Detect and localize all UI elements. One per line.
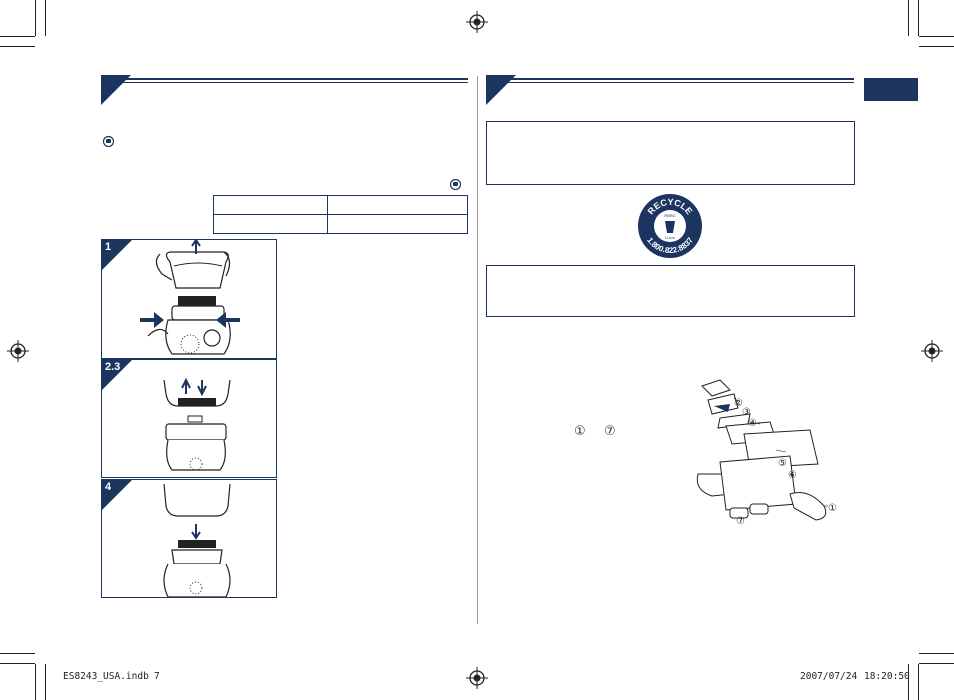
shaver-bullet-icon — [450, 179, 461, 190]
seal-chem-text: Li-ion — [665, 235, 675, 240]
registration-mark-icon — [7, 340, 29, 362]
callout-4: ④ — [748, 418, 757, 429]
table-row — [213, 195, 468, 215]
crop-mark — [908, 0, 909, 36]
crop-mark — [45, 0, 46, 36]
range-end-label: ⑦ — [604, 424, 616, 439]
page-tab — [864, 78, 918, 101]
seal-rbrc-text: RBRC — [664, 213, 675, 218]
crop-mark — [0, 46, 35, 47]
remove-outer-foil-illustration — [140, 240, 240, 355]
callout-3: ③ — [742, 407, 751, 418]
crop-mark — [918, 664, 919, 700]
shaver-bullet-icon — [103, 136, 114, 147]
crop-mark — [45, 664, 46, 700]
replacement-table — [213, 195, 468, 234]
crop-mark — [0, 663, 35, 664]
table-row — [213, 214, 468, 234]
step-4-panel: 4 — [101, 479, 277, 598]
recycle-seal-icon: RECYCLE 1.800.822.8837 RBRC Li-ion — [638, 194, 702, 258]
crop-mark — [919, 46, 954, 47]
crop-mark — [919, 653, 954, 654]
step-number: 2.3 — [105, 361, 121, 373]
crop-mark — [908, 664, 909, 700]
crop-mark — [0, 653, 35, 654]
callout-2: ② — [734, 398, 743, 409]
registration-mark-icon — [921, 340, 943, 362]
registration-mark-icon — [466, 11, 488, 33]
callout-6: ⑥ — [788, 470, 797, 481]
step-number: 4 — [105, 481, 112, 493]
range-start-label: ① — [574, 424, 586, 439]
left-section-header — [101, 75, 468, 105]
callout-7: ⑦ — [736, 516, 745, 527]
crop-mark — [35, 0, 36, 36]
warning-box — [486, 265, 855, 317]
attach-inner-blade-illustration — [163, 483, 231, 597]
crop-mark — [919, 663, 954, 664]
crop-mark — [0, 36, 35, 37]
step-2-3-panel: 2.3 — [101, 359, 277, 478]
registration-mark-icon — [466, 667, 488, 689]
callout-1: ① — [828, 503, 837, 514]
right-section-header — [486, 75, 854, 105]
crop-mark — [35, 664, 36, 700]
footer-filename: ES8243_USA.indb — [63, 671, 149, 682]
notice-box — [486, 121, 855, 185]
column-divider — [477, 76, 478, 624]
callout-5: ⑤ — [778, 458, 787, 469]
battery-removal-exploded-diagram: ① ② ③ ④ ⑤ ⑥ ⑦ — [696, 379, 837, 527]
crop-mark — [919, 36, 954, 37]
step-1-panel: 1 — [101, 239, 277, 359]
footer-date: 2007/07/24 — [800, 671, 858, 682]
step-number: 1 — [105, 241, 112, 253]
crop-mark — [918, 0, 919, 36]
footer-page: 7 — [154, 671, 160, 682]
remove-inner-blade-illustration — [163, 377, 231, 471]
footer-time: 18:20:50 — [864, 671, 910, 682]
